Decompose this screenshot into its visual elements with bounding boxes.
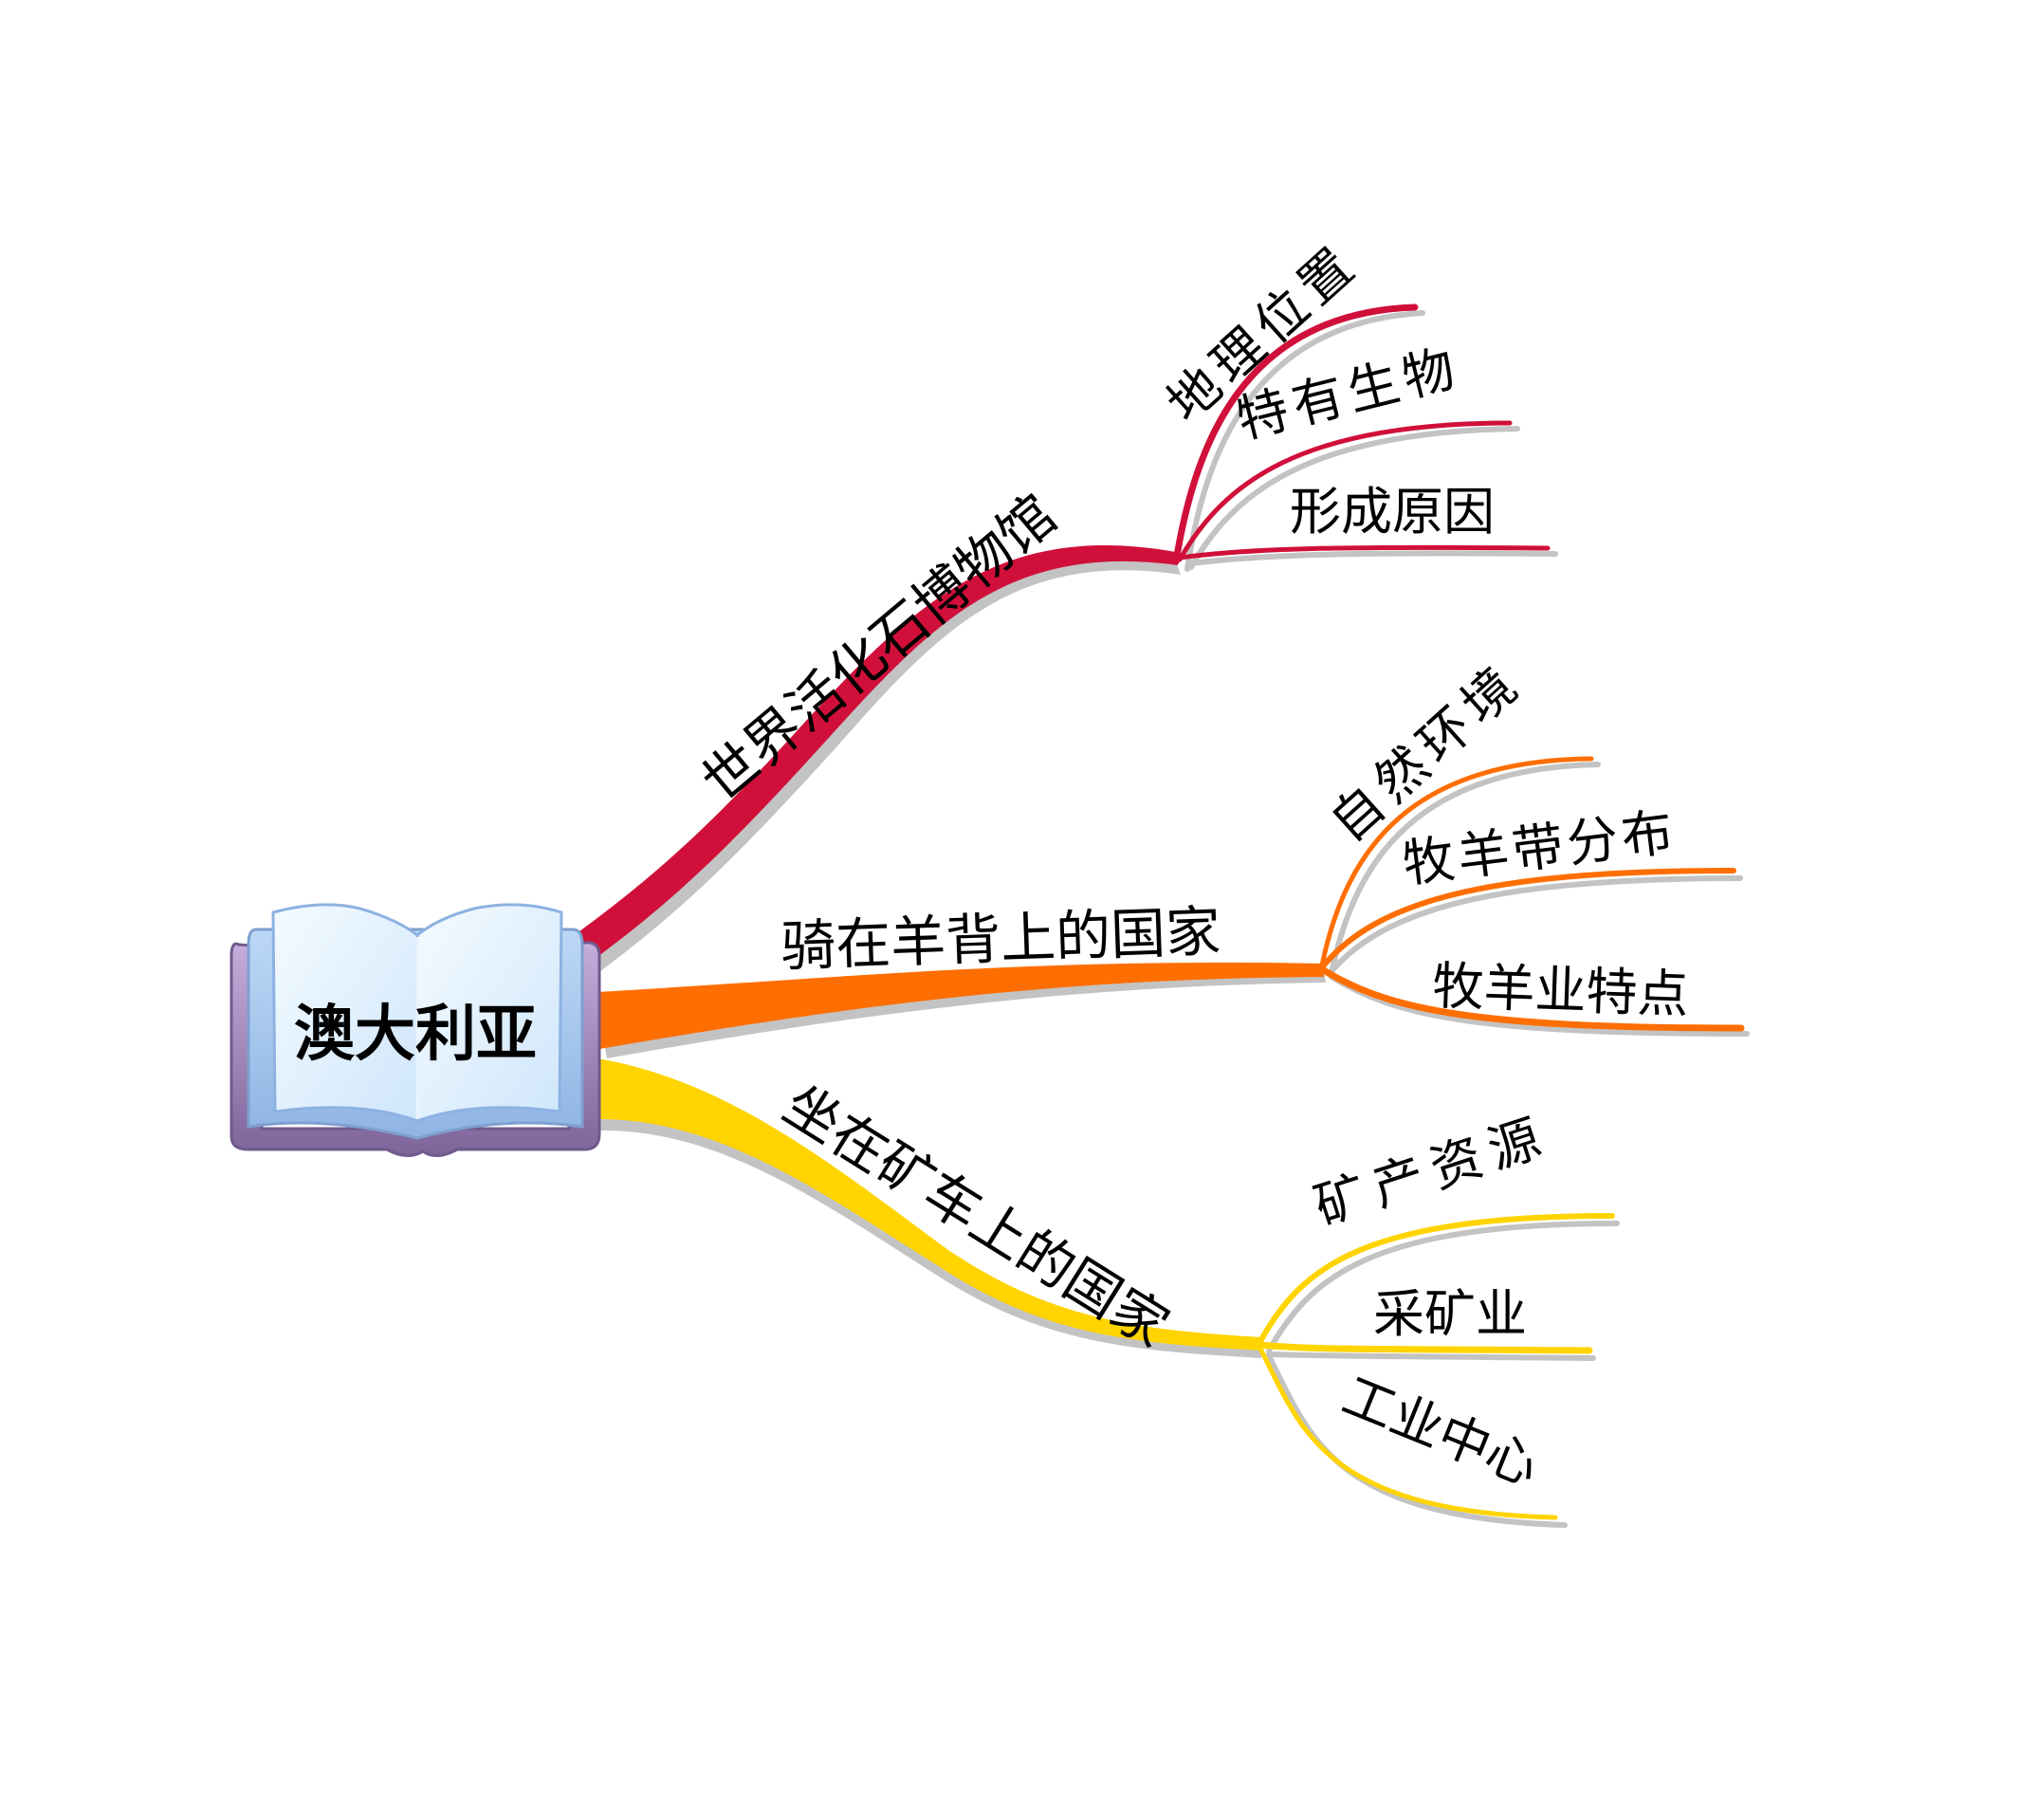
- branch-mining-country[interactable]: 坐在矿车上的国家 矿产资源 采矿业 工业中心: [597, 1058, 1620, 1528]
- branch-2-child-3-label: 牧羊业特点: [1432, 956, 1690, 1024]
- branch-2-label: 骑在羊背上的国家: [780, 899, 1221, 979]
- branch-3-sub-3-line: [1257, 1344, 1558, 1520]
- branch-3-sub-2-line: [1256, 1341, 1593, 1354]
- branch-1-shadow: [580, 554, 1181, 977]
- branch-3-label: 坐在矿车上的国家: [773, 1072, 1181, 1360]
- branch-1-sub-3-line: [1177, 544, 1551, 561]
- branch-1-child-3-label: 形成原因: [1290, 482, 1495, 542]
- branch-2-sub-1-line: [1319, 756, 1594, 968]
- branch-1-sub-2-line: [1177, 420, 1513, 562]
- branch-3-child-2-label: 采矿业: [1373, 1284, 1527, 1344]
- branch-1-ribbon: [569, 544, 1178, 969]
- branch-1-label: 世界活化石博物馆: [689, 482, 1068, 814]
- branch-2-sub-2-line: [1319, 868, 1736, 970]
- central-topic[interactable]: 澳大利亚: [230, 903, 601, 1157]
- branch-1-sub-1-line: [1172, 303, 1419, 565]
- branch-3-ribbon: [597, 1058, 1261, 1351]
- central-topic-label: 澳大利亚: [294, 999, 537, 1070]
- branch-2-sub-3-line: [1318, 965, 1745, 1032]
- branch-3-sub-1-line: [1257, 1213, 1615, 1346]
- open-book-icon: [230, 903, 601, 1157]
- branch-2-ribbon: [597, 962, 1324, 1049]
